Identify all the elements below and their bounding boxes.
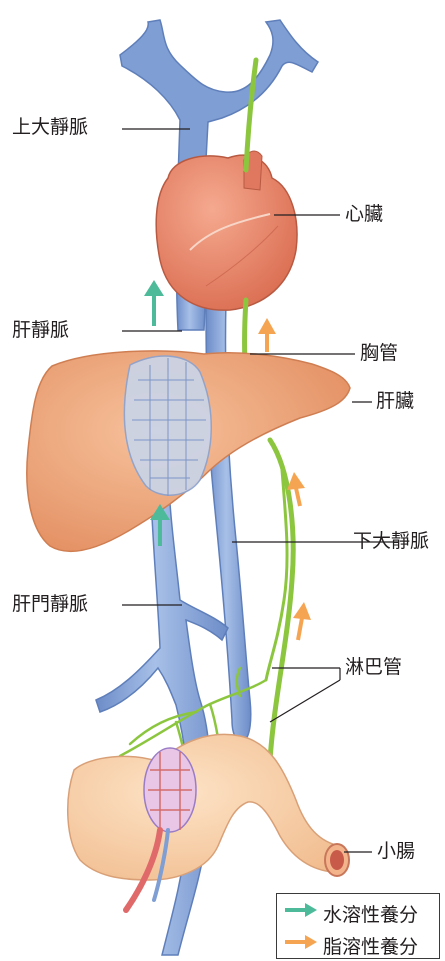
fat-soluble-arrow-lower: [293, 602, 311, 640]
label-lymph-duct: 淋巴管: [345, 658, 402, 677]
label-hepatic-vein: 肝靜脈: [12, 321, 69, 340]
water-soluble-arrow-upper: [144, 280, 164, 326]
label-liver: 肝臟: [376, 392, 414, 411]
legend-item-water-soluble: 水溶性養分: [277, 894, 439, 926]
arrow-right-icon: [277, 926, 321, 958]
legend: 水溶性養分 脂溶性養分: [276, 893, 440, 959]
label-superior-vena-cava: 上大靜脈: [12, 118, 88, 137]
superior-vena-cava: [120, 20, 318, 178]
liver: [27, 351, 350, 551]
legend-label-fat-soluble: 脂溶性養分: [323, 932, 418, 959]
arrow-right-icon: [277, 894, 321, 926]
label-small-intestine: 小腸: [377, 842, 415, 861]
label-heart: 心臟: [345, 205, 383, 224]
label-thoracic-duct: 胸管: [360, 344, 398, 363]
legend-label-water-soluble: 水溶性養分: [323, 900, 418, 927]
label-portal-vein: 肝門靜脈: [12, 595, 88, 614]
small-intestine: [68, 734, 349, 910]
heart: [156, 151, 297, 310]
legend-item-fat-soluble: 脂溶性養分: [277, 926, 439, 958]
fat-soluble-arrow-chest: [258, 318, 276, 352]
label-inferior-vena-cava: 下大靜脈: [353, 532, 429, 551]
